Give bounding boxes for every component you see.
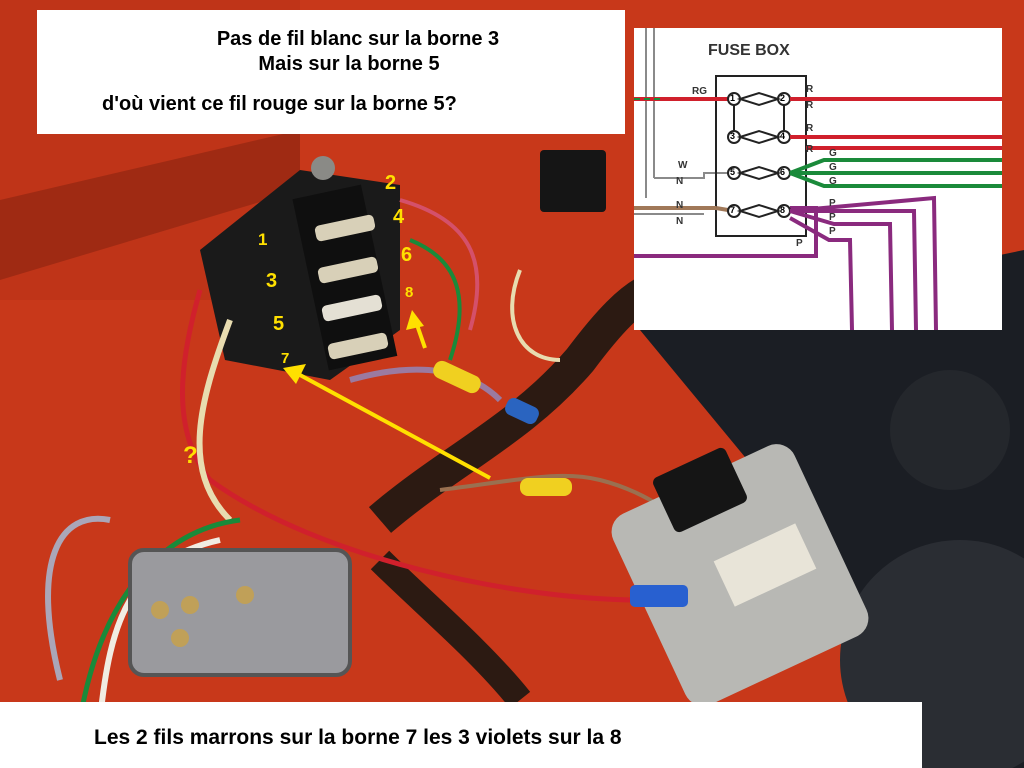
terminal-3: 3	[730, 131, 736, 141]
label-w: W	[678, 160, 688, 171]
voltage-regulator	[128, 548, 352, 677]
top-caption: Pas de fil blanc sur la borne 3 Mais sur…	[37, 10, 625, 134]
ignition-coil	[611, 444, 869, 706]
arrow-to-terminal-7-icon	[283, 364, 491, 480]
label-r-1: R	[806, 84, 814, 95]
photo-label-8: 8	[405, 284, 414, 301]
terminal-8: 8	[780, 205, 786, 215]
photo-label-1: 1	[258, 230, 268, 249]
fuse-box-schematic: FUSE BOX RG W N N N 1 2 3 4 5 6 7 8 R R …	[634, 28, 1002, 330]
label-p-4: P	[796, 238, 803, 249]
arrow-to-terminal-8-icon	[406, 310, 427, 349]
relay	[540, 150, 606, 212]
photo-label-2: 2	[385, 172, 397, 194]
caption-line-1: Pas de fil blanc sur la borne 3	[216, 28, 500, 50]
terminal-1: 1	[730, 93, 736, 103]
label-rg: RG	[692, 86, 707, 97]
terminal-7: 7	[730, 205, 736, 215]
label-g-3: G	[829, 176, 837, 187]
terminal-2: 2	[780, 93, 786, 103]
label-r-2: R	[806, 100, 814, 111]
label-r-4: R	[806, 144, 814, 155]
terminal-4: 4	[780, 131, 786, 141]
photo-label-6: 6	[401, 244, 413, 266]
caption-line-2: Mais sur la borne 5	[258, 53, 440, 75]
label-n-2: N	[676, 200, 684, 211]
terminal-6: 6	[780, 167, 786, 177]
fuse-box	[200, 156, 400, 380]
bottom-caption: Les 2 fils marrons sur la borne 7 les 3 …	[0, 702, 922, 768]
photo-label-7: 7	[281, 350, 290, 367]
label-g-2: G	[829, 162, 837, 173]
label-g-1: G	[829, 148, 837, 159]
caption-line-3: d'où vient ce fil rouge sur la borne 5?	[102, 93, 457, 115]
label-p-3: P	[829, 226, 836, 237]
label-p-2: P	[829, 212, 836, 223]
photo-label-4: 4	[393, 206, 405, 228]
label-r-3: R	[806, 123, 814, 134]
question-mark-label: ?	[183, 442, 198, 469]
bottom-caption-text: Les 2 fils marrons sur la borne 7 les 3 …	[94, 726, 622, 749]
terminal-5: 5	[730, 167, 736, 177]
label-n-1: N	[676, 176, 684, 187]
label-p-1: P	[829, 198, 836, 209]
photo-label-5: 5	[273, 313, 285, 335]
photo-label-3: 3	[266, 270, 278, 292]
label-n-3: N	[676, 216, 684, 227]
schematic-title: FUSE BOX	[708, 42, 790, 59]
